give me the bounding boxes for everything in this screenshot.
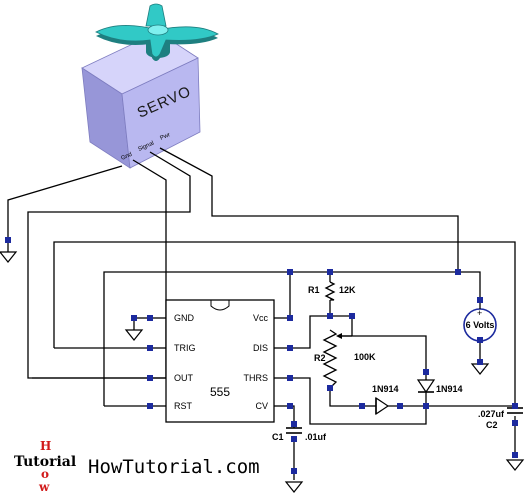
ic-notch (210, 300, 230, 311)
ic-pin-trig: TRIG (174, 343, 196, 353)
ic-pin-rst: RST (174, 401, 193, 411)
d1-ref: 1N914 (372, 384, 399, 394)
servo-pin-gnd: Gnd (120, 152, 133, 162)
servo-ground-symbol (0, 251, 18, 263)
servo-front-face (121, 57, 201, 169)
ic-name: 555 (210, 385, 230, 399)
potentiometer-r2: R2 100K (314, 329, 376, 389)
diode-d1: 1N914 (362, 384, 426, 416)
capacitor-c2: .027uf C2 (478, 407, 525, 471)
ic-pin-cv: CV (255, 401, 268, 411)
logo-letter-o: o (41, 467, 49, 481)
capacitor-c1: C1 .01uf (272, 424, 327, 493)
r2-ref: R2 (314, 353, 326, 363)
c1-value: .01uf (305, 432, 327, 442)
ic-pin-thrs: THRS (244, 373, 269, 383)
logo-letter-h: H (40, 439, 51, 453)
source-ground-symbol (470, 363, 490, 375)
r2-value: 100K (354, 352, 376, 362)
wire-pot-wiper (342, 335, 427, 372)
wire-dis (290, 315, 330, 349)
diode-d2: 1N914 (416, 372, 463, 404)
servo-horn (95, 3, 219, 61)
ic-pin-dis: DIS (253, 343, 268, 353)
c2-value: .027uf (478, 409, 505, 419)
resistor-r1: R1 12K (308, 281, 356, 301)
servo-pin-pwr: Pwr (159, 132, 171, 142)
junction-nodes (131, 269, 518, 474)
wire-servo-gnd (7, 165, 123, 240)
c2-ground-symbol (505, 459, 525, 471)
wire-servo-signal (27, 159, 167, 379)
r1-ref: R1 (308, 285, 320, 295)
d2-ref: 1N914 (436, 384, 463, 394)
logo-main-text: Tutorial (14, 454, 76, 470)
svg-text:+: + (477, 308, 482, 318)
c2-ref: C2 (486, 420, 498, 430)
wire-servo-pwr (159, 147, 459, 270)
site-name[interactable]: HowTutorial.com (88, 456, 260, 478)
ic-pin-vcc: Vcc (253, 313, 269, 323)
wire-rst-to-vcc (103, 271, 290, 406)
wire-trig-to-c2 (53, 241, 516, 404)
wire-vcc-rail (290, 271, 481, 300)
wire-servo-signal-return (27, 151, 191, 240)
ic-pin-gnd: GND (174, 313, 195, 323)
source-label: 6 Volts (466, 320, 495, 330)
ic-ground-symbol (124, 318, 144, 341)
r1-value: 12K (339, 285, 356, 295)
howtutorial-logo: Tutorial H o w (14, 439, 76, 494)
main-wiring (32, 241, 516, 480)
ic-body (165, 299, 275, 423)
c1-ref: C1 (272, 432, 284, 442)
wire-thrs (290, 377, 427, 425)
pot-wiper-arrow (336, 333, 342, 339)
voltage-source: 6 Volts + (463, 300, 497, 375)
c1-ground-symbol (284, 481, 304, 493)
logo-letter-w: w (38, 480, 50, 494)
ic-555: 555 GND TRIG OUT RST Vcc DIS THRS CV (150, 299, 290, 423)
ic-pin-out: OUT (174, 373, 194, 383)
servo-motor: SERVO Gnd Signal Pwr (81, 3, 219, 169)
